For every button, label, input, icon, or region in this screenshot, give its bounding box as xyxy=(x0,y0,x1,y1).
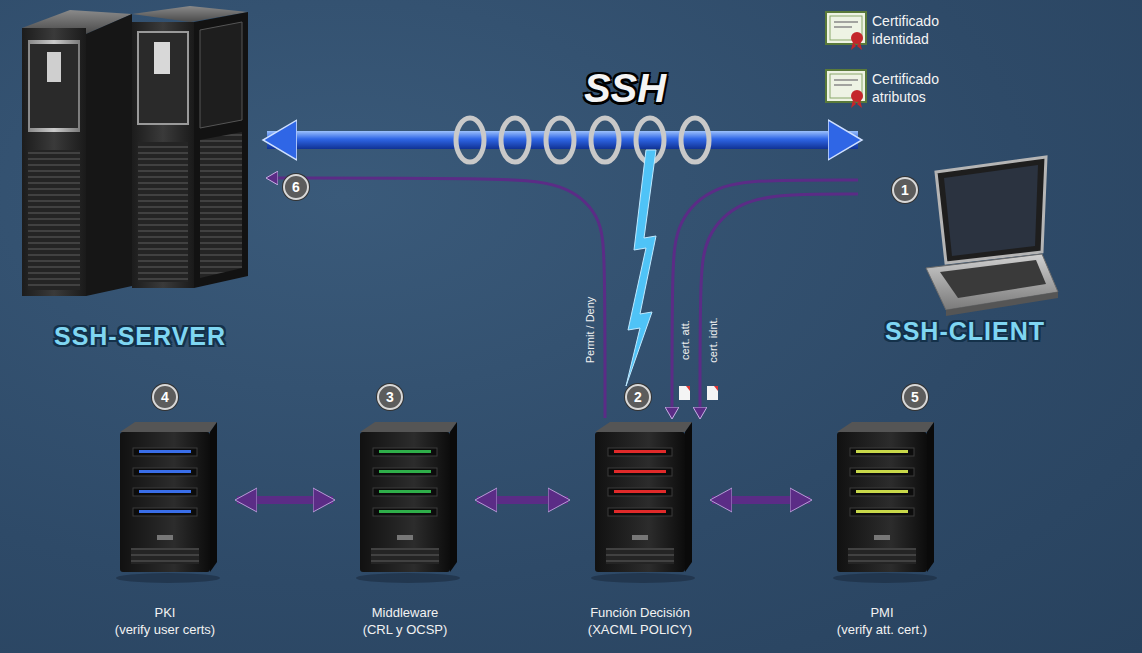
connector-arrow xyxy=(700,194,858,418)
ssh-server: SSH-SERVER xyxy=(15,5,265,355)
pki-server: PKI(verify user certs) xyxy=(95,420,235,645)
connector-arrow xyxy=(672,180,858,418)
connector-arrow xyxy=(237,496,333,504)
node-label: (verify user certs) xyxy=(115,622,215,639)
callout-number: 4 xyxy=(152,384,178,410)
decision-server: Función Decisión(XACML POLICY) xyxy=(570,420,710,645)
legend-entry: Certificado identidad xyxy=(872,13,967,48)
callout-number: 6 xyxy=(283,174,309,200)
middleware-server: Middleware(CRL y OCSP) xyxy=(335,420,475,645)
callout-number: 5 xyxy=(902,384,928,410)
laptop-illustration xyxy=(926,157,1058,316)
node-label: SSH-SERVER xyxy=(54,322,226,351)
ssh-ring xyxy=(681,118,709,162)
legend-entry: Certificado atributos xyxy=(872,71,967,106)
ssh-tunnel xyxy=(267,131,858,149)
ssh-ring xyxy=(456,118,484,162)
ssh-server-illustration xyxy=(22,6,248,296)
connector-label: SSH xyxy=(584,66,666,111)
server-tower xyxy=(833,422,937,583)
lightning-bolt xyxy=(626,150,656,386)
document-icon xyxy=(679,386,718,400)
node-label: Middleware xyxy=(372,605,438,622)
callout-number: 2 xyxy=(625,384,651,410)
node-label: PKI xyxy=(155,605,176,622)
ssh-ring xyxy=(546,118,574,162)
certificate-icon xyxy=(826,70,866,108)
server-tower xyxy=(591,422,695,583)
ssh-ring xyxy=(501,118,529,162)
ssh-rings xyxy=(456,118,709,162)
legend-text: Certificado atributos xyxy=(872,71,967,106)
node-label: PMI xyxy=(870,605,893,622)
server-tower xyxy=(116,422,220,583)
connector-arrow xyxy=(712,496,810,504)
callout-number: 1 xyxy=(892,177,918,203)
node-label: SSH-CLIENT xyxy=(885,317,1045,346)
server-towers xyxy=(116,422,937,583)
pmi-server: PMI(verify att. cert.) xyxy=(812,420,952,645)
connector-label: cert. att. xyxy=(679,320,691,360)
server-tower xyxy=(356,422,460,583)
node-label: (verify att. cert.) xyxy=(837,622,927,639)
connector-label: cert. idnt. xyxy=(707,317,719,362)
connector-arrow xyxy=(267,178,605,418)
ssh-ring xyxy=(591,118,619,162)
legend-text: Certificado identidad xyxy=(872,13,967,48)
connector-arrow xyxy=(477,496,568,504)
node-label: (CRL y OCSP) xyxy=(363,622,448,639)
node-label: (XACML POLICY) xyxy=(588,622,692,639)
connector-label: Permit / Deny xyxy=(584,297,596,364)
node-label: Función Decisión xyxy=(590,605,690,622)
ssh-client: SSH-CLIENT xyxy=(860,100,1070,350)
callout-number: 3 xyxy=(377,384,403,410)
certificate-icon xyxy=(826,12,866,50)
